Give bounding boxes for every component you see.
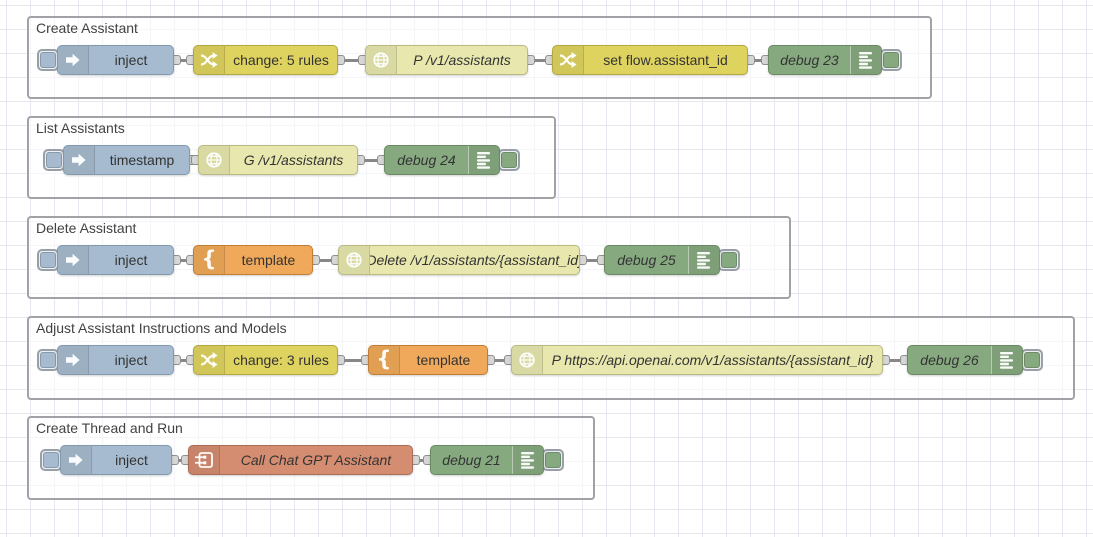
wire[interactable] — [170, 458, 190, 462]
arrow-right-icon — [58, 346, 89, 374]
inject-run-button[interactable] — [37, 349, 59, 371]
group-label: List Assistants — [36, 120, 125, 136]
inject-run-button[interactable] — [43, 149, 65, 171]
button-fill — [721, 252, 737, 268]
group-label: Create Thread and Run — [36, 420, 183, 436]
node-label: template — [241, 252, 296, 268]
group-label: Create Assistant — [36, 20, 138, 36]
group-label: Delete Assistant — [36, 220, 137, 236]
node-debug[interactable]: debug 21 — [430, 445, 544, 475]
arrow-right-icon — [58, 46, 89, 74]
node-label: Call Chat GPT Assistant — [240, 452, 392, 468]
wire[interactable] — [486, 358, 513, 362]
globe-icon — [366, 46, 397, 74]
wire[interactable] — [881, 358, 909, 362]
wire[interactable] — [356, 158, 386, 162]
button-fill — [46, 152, 62, 168]
group-label: Adjust Assistant Instructions and Models — [36, 320, 287, 336]
wire[interactable] — [336, 58, 367, 62]
debug-toggle-button[interactable] — [1021, 349, 1043, 371]
debug-toggle-button[interactable] — [498, 149, 520, 171]
node-label: inject — [114, 52, 148, 68]
node-template[interactable]: { template — [193, 245, 313, 275]
node-template[interactable]: { template — [368, 345, 488, 375]
node-change[interactable]: set flow.assistant_id — [552, 45, 748, 75]
node-label: debug 24 — [397, 152, 456, 168]
node-label: timestamp — [109, 152, 175, 168]
node-change[interactable]: change: 3 rules — [193, 345, 338, 375]
node-inject[interactable]: inject — [57, 45, 174, 75]
arrow-right-icon — [58, 246, 89, 274]
node-label: debug 25 — [617, 252, 676, 268]
button-fill — [501, 152, 517, 168]
crossed-arrows-icon — [553, 46, 584, 74]
button-fill — [40, 252, 56, 268]
globe-icon — [339, 246, 370, 274]
wire[interactable] — [526, 58, 554, 62]
node-http-request[interactable]: P https://api.openai.com/v1/assistants/{… — [511, 345, 883, 375]
arrow-right-icon — [64, 146, 95, 174]
globe-icon — [512, 346, 543, 374]
inject-run-button[interactable] — [40, 449, 62, 471]
wire[interactable] — [411, 458, 432, 462]
node-change[interactable]: change: 5 rules — [193, 45, 338, 75]
button-fill — [545, 452, 561, 468]
debug-toggle-button[interactable] — [880, 49, 902, 71]
output-lines-icon — [688, 246, 719, 274]
node-inject[interactable]: timestamp — [63, 145, 190, 175]
inject-run-button[interactable] — [37, 249, 59, 271]
node-label: P https://api.openai.com/v1/assistants/{… — [551, 352, 874, 368]
debug-toggle-button[interactable] — [718, 249, 740, 271]
crossed-arrows-icon — [194, 346, 225, 374]
node-label: debug 26 — [920, 352, 979, 368]
node-http-request[interactable]: G /v1/assistants — [198, 145, 358, 175]
inject-run-button[interactable] — [37, 49, 59, 71]
globe-icon — [199, 146, 230, 174]
node-inject[interactable]: inject — [60, 445, 172, 475]
button-fill — [43, 452, 59, 468]
node-label: inject — [114, 352, 148, 368]
node-debug[interactable]: debug 25 — [604, 245, 720, 275]
node-label: G /v1/assistants — [243, 152, 344, 168]
crossed-arrows-icon — [194, 46, 225, 74]
output-lines-icon — [512, 446, 543, 474]
wire[interactable] — [172, 258, 195, 262]
button-fill — [1024, 352, 1040, 368]
wire[interactable] — [336, 358, 370, 362]
wire[interactable] — [746, 58, 770, 62]
node-label: inject — [115, 452, 148, 468]
node-label: set flow.assistant_id — [603, 52, 728, 68]
node-debug[interactable]: debug 23 — [768, 45, 882, 75]
node-http-request[interactable]: Delete /v1/assistants/{assistant_id} — [338, 245, 580, 275]
curly-brace-icon: { — [369, 346, 400, 374]
node-label: debug 23 — [780, 52, 839, 68]
node-label: inject — [114, 252, 148, 268]
node-label: debug 21 — [442, 452, 501, 468]
wire[interactable] — [172, 58, 195, 62]
button-fill — [40, 52, 56, 68]
node-label: change: 5 rules — [233, 52, 329, 68]
node-label: change: 3 rules — [233, 352, 329, 368]
wire[interactable] — [578, 258, 606, 262]
node-http-request[interactable]: P /v1/assistants — [365, 45, 528, 75]
curly-brace-icon: { — [194, 246, 225, 274]
subflow-icon — [189, 446, 220, 474]
node-debug[interactable]: debug 24 — [384, 145, 500, 175]
node-debug[interactable]: debug 26 — [907, 345, 1023, 375]
button-fill — [883, 52, 899, 68]
arrow-right-icon — [61, 446, 92, 474]
wire[interactable] — [311, 258, 340, 262]
output-lines-icon — [991, 346, 1022, 374]
node-label: template — [416, 352, 471, 368]
debug-toggle-button[interactable] — [542, 449, 564, 471]
button-fill — [40, 352, 56, 368]
wire[interactable] — [172, 358, 195, 362]
node-label: P /v1/assistants — [413, 52, 511, 68]
node-inject[interactable]: inject — [57, 345, 174, 375]
output-lines-icon — [850, 46, 881, 74]
node-inject[interactable]: inject — [57, 245, 174, 275]
node-subflow[interactable]: Call Chat GPT Assistant — [188, 445, 413, 475]
node-label: Delete /v1/assistants/{assistant_id} — [370, 252, 579, 268]
output-lines-icon — [468, 146, 499, 174]
